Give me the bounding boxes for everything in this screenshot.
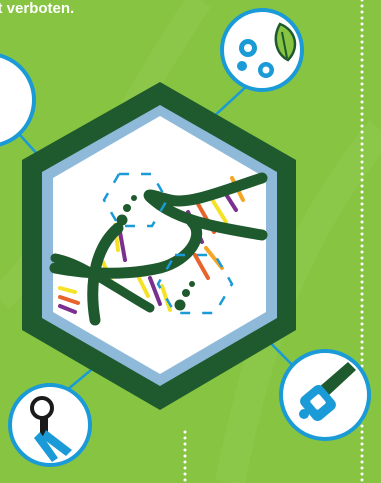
chainsaw-icon [281, 351, 369, 439]
partial-circle-icon [0, 54, 34, 146]
gears-and-leaf-icon [222, 10, 302, 90]
pliers-wrench-icon [10, 385, 90, 465]
